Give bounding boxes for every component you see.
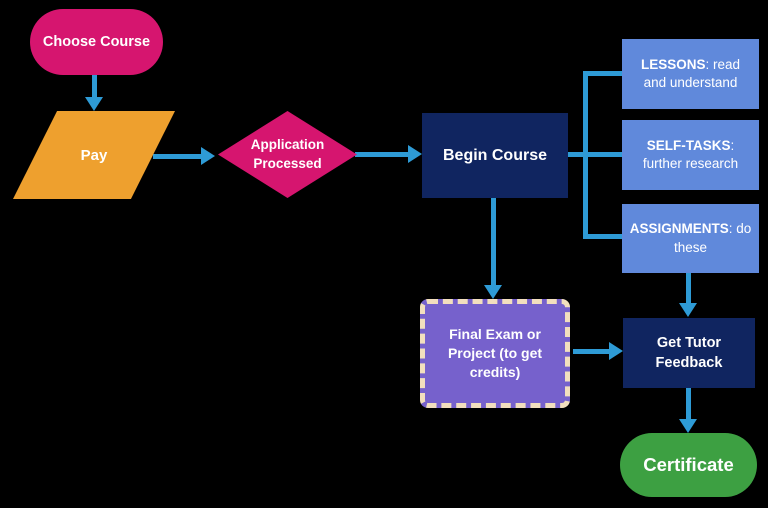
pay-label: Pay bbox=[80, 146, 108, 164]
lessons-label: LESSONS bbox=[640, 56, 706, 72]
node-application-processed: Application Processed bbox=[218, 111, 357, 198]
arrowhead-begin-to-finalexam bbox=[484, 285, 502, 299]
application-processed-label: Application Processed bbox=[250, 137, 325, 171]
arrowhead-application-to-begin bbox=[408, 145, 422, 163]
arrowhead-assignments-to-feedback bbox=[679, 303, 697, 317]
node-get-tutor-feedback: Get Tutor Feedback bbox=[623, 318, 755, 388]
assignments-desc: : do these bbox=[673, 221, 752, 255]
choose-course-label: Choose Course bbox=[42, 34, 151, 50]
connector-application-to-begin bbox=[355, 152, 408, 157]
connector-feedback-to-certificate bbox=[686, 388, 691, 420]
node-assignments: ASSIGNMENTS: do these bbox=[622, 204, 759, 273]
arrowhead-finalexam-to-feedback bbox=[609, 342, 623, 360]
get-tutor-feedback-label: Get Tutor Feedback bbox=[655, 334, 723, 371]
node-self-tasks: SELF-TASKS: further research bbox=[622, 120, 759, 190]
connector-choose-course-to-pay bbox=[92, 75, 97, 98]
begin-course-label: Begin Course bbox=[442, 146, 547, 164]
connector-assignments-to-feedback bbox=[686, 273, 691, 304]
self-tasks-label: SELF-TASKS bbox=[646, 137, 731, 153]
connector-begin-to-selftasks bbox=[568, 152, 622, 157]
connector-finalexam-to-feedback bbox=[573, 349, 609, 354]
arrowhead-pay-to-application bbox=[201, 147, 215, 165]
connector-begin-to-finalexam bbox=[491, 198, 496, 286]
arrowhead-choose-course-to-pay bbox=[85, 97, 103, 111]
node-certificate: Certificate bbox=[620, 433, 757, 497]
node-choose-course: Choose Course bbox=[30, 9, 163, 75]
connector-begin-to-assignments bbox=[583, 234, 622, 239]
lessons-text: LESSONS: read and understand bbox=[629, 56, 752, 92]
node-lessons: LESSONS: read and understand bbox=[622, 39, 759, 109]
connector-begin-to-lessons bbox=[583, 71, 622, 76]
node-pay: Pay bbox=[13, 111, 175, 199]
connector-begin-branch-vertical bbox=[583, 71, 588, 239]
arrowhead-feedback-to-certificate bbox=[679, 419, 697, 433]
assignments-label: ASSIGNMENTS bbox=[629, 221, 729, 237]
assignments-text: ASSIGNMENTS: do these bbox=[629, 220, 752, 256]
certificate-label: Certificate bbox=[643, 454, 734, 475]
lessons-desc: : read and understand bbox=[643, 56, 741, 90]
connector-pay-to-application bbox=[153, 154, 201, 159]
final-exam-label: Final Exam or Project (to get credits) bbox=[447, 326, 543, 380]
self-tasks-desc: : further research bbox=[642, 137, 739, 171]
node-begin-course: Begin Course bbox=[422, 113, 568, 198]
node-final-exam: Final Exam or Project (to get credits) bbox=[420, 299, 570, 408]
self-tasks-text: SELF-TASKS: further research bbox=[629, 137, 752, 173]
